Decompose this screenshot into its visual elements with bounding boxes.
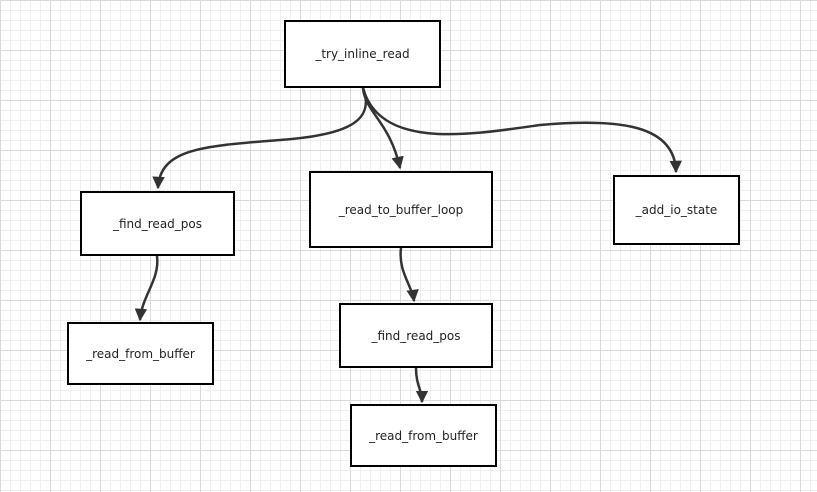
node-label: _read_to_buffer_loop [338,202,464,217]
edge-read-to-buffer-loop-to-find-read-pos [399,247,419,303]
node-read-to-buffer-loop[interactable]: _read_to_buffer_loop [309,171,493,248]
node-read-from-buffer-2[interactable]: _read_from_buffer [350,404,497,467]
edge-find-read-pos-to-read-from-buffer-2 [414,367,429,404]
node-read-from-buffer[interactable]: _read_from_buffer [67,322,214,385]
node-find-read-pos[interactable]: _find_read_pos [80,191,235,256]
node-label: _find_read_pos [112,216,202,231]
node-label: _try_inline_read [315,47,410,61]
edge-try-inline-read-to-add-io-state [361,87,682,174]
node-label: _find_read_pos [371,328,461,343]
edge-try-inline-read-to-find-read-pos [152,87,368,190]
node-find-read-pos-2[interactable]: _find_read_pos [339,303,493,368]
node-label: _add_io_state [635,203,718,217]
node-label: _read_from_buffer [369,428,478,443]
node-try-inline-read[interactable]: _try_inline_read [284,20,441,88]
node-add-io-state[interactable]: _add_io_state [613,175,740,245]
edge-find-read-pos-to-read-from-buffer [134,255,159,322]
node-label: _read_from_buffer [86,346,195,361]
